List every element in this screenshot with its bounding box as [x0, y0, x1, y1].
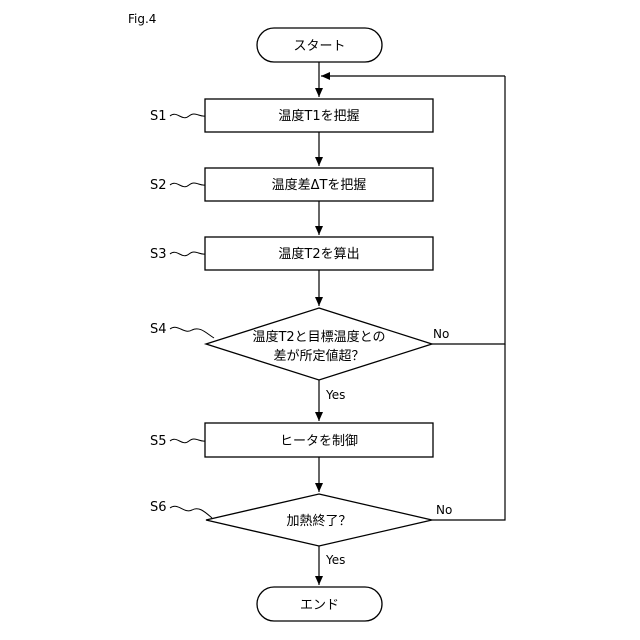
process-text-s3: 温度T2を算出: [278, 246, 359, 262]
step-label-s6: S6: [150, 500, 167, 515]
step-label-s2: S2: [150, 178, 167, 193]
leader-s5: [170, 439, 205, 443]
end-label: エンド: [300, 598, 339, 613]
yes-label-s6: Yes: [325, 553, 345, 567]
no-label-s6: No: [436, 503, 452, 517]
start-label: スタート: [293, 39, 345, 54]
step-label-s5: S5: [150, 434, 167, 449]
leader-s2: [170, 183, 205, 187]
step-label-s3: S3: [150, 247, 167, 262]
process-text-s2: 温度差ΔTを把握: [272, 177, 367, 193]
leader-s4: [170, 327, 214, 338]
yes-label-s4: Yes: [325, 388, 345, 402]
leader-s6: [170, 506, 212, 518]
decision-text-s6: 加熱終了？: [286, 513, 351, 529]
step-label-s4: S4: [150, 322, 167, 337]
no-line-s4: [432, 76, 505, 344]
decision-text-s4-line1: 温度T2と目標温度との: [252, 329, 385, 345]
no-label-s4: No: [433, 327, 449, 341]
leader-s1: [170, 114, 205, 118]
no-line-s6: [432, 344, 505, 520]
process-text-s5: ヒータを制御: [280, 434, 358, 449]
process-text-s1: 温度T1を把握: [278, 108, 359, 124]
leader-s3: [170, 252, 205, 256]
figure-label: Fig.4: [128, 12, 156, 26]
decision-text-s4-line2: 差が所定値超？: [273, 348, 364, 364]
step-label-s1: S1: [150, 109, 167, 124]
